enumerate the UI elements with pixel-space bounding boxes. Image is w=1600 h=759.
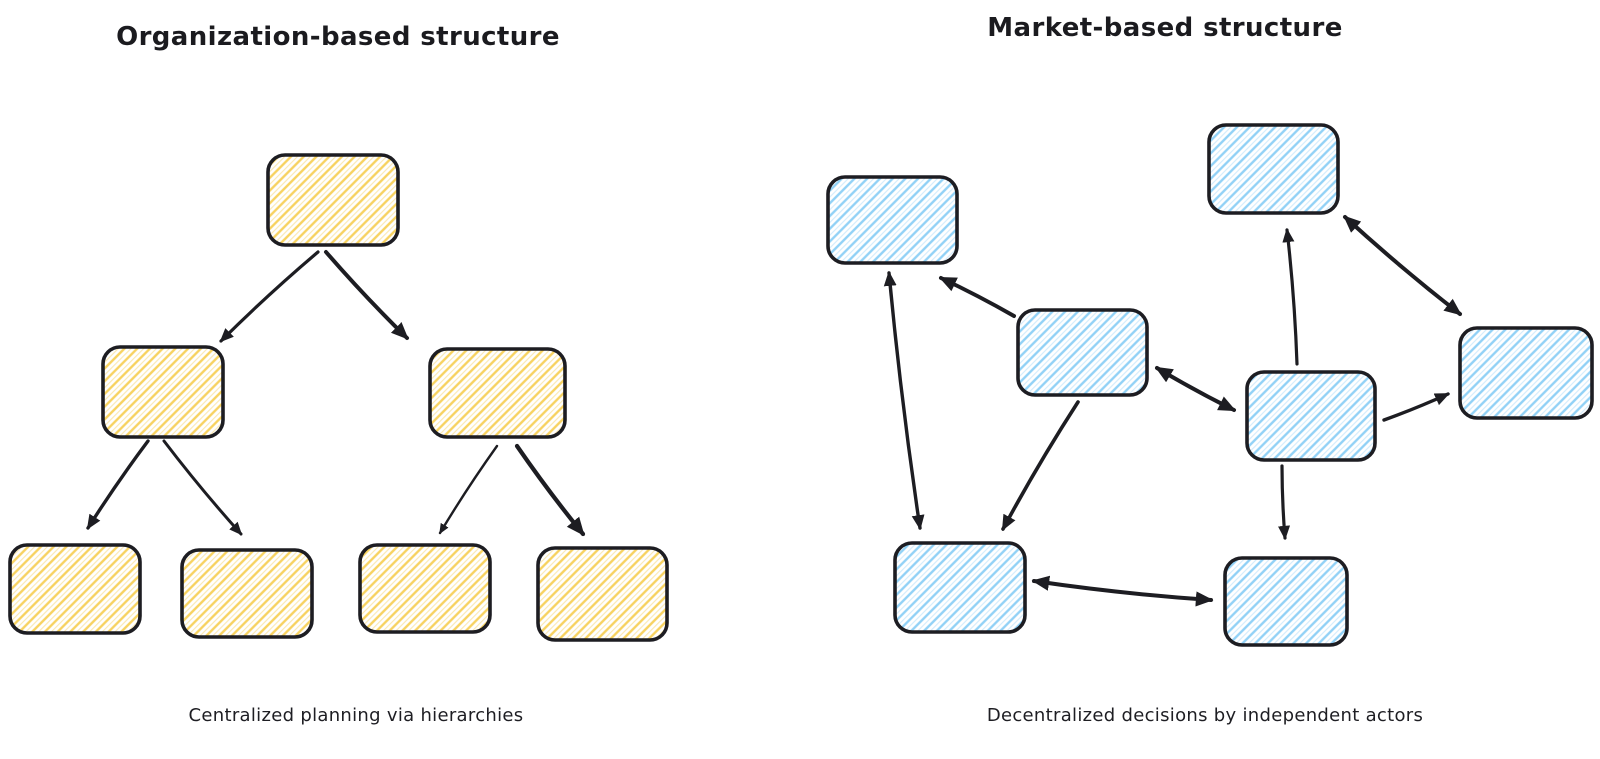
market-node-e-shape [1245, 370, 1377, 462]
edges-layer [86, 215, 1462, 607]
org-root-node-shape [266, 153, 400, 247]
org-child-left-to-leaf-2 [162, 439, 243, 536]
org-root-to-child-left [219, 250, 320, 343]
org-child-right-to-leaf-3 [438, 444, 499, 535]
market-e-to-d-arrow [1382, 392, 1450, 422]
market-node-e [1245, 370, 1377, 462]
right-panel-caption: Decentralized decisions by independent a… [986, 705, 1424, 726]
market-node-g-shape [1223, 556, 1349, 647]
right-panel-title: Market-based structure [987, 13, 1343, 43]
market-f-g-bidirectional [1031, 575, 1214, 607]
org-child-left-to-leaf-1 [86, 439, 150, 530]
market-b-d-bidirectional [1343, 215, 1462, 316]
org-leaf-1-node-shape [8, 543, 142, 635]
org-child-right-node [428, 347, 567, 439]
market-c-to-a-arrow [938, 276, 1016, 318]
market-a-f-bidirectional [883, 270, 925, 531]
left-panel-caption: Centralized planning via hierarchies [188, 705, 524, 726]
org-leaf-4-node [536, 546, 669, 642]
market-node-b-shape [1207, 123, 1340, 215]
market-node-f-shape [893, 541, 1027, 634]
market-node-g [1223, 556, 1349, 647]
org-leaf-1-node [8, 543, 142, 635]
market-c-e-bidirectional [1154, 366, 1237, 412]
org-root-to-child-right [324, 250, 409, 340]
left-panel-title: Organization-based structure [116, 22, 560, 52]
org-leaf-3-node [358, 543, 492, 634]
market-node-a-shape [826, 175, 959, 265]
org-child-left-node-shape [101, 345, 225, 439]
org-leaf-4-node-shape [536, 546, 669, 642]
market-c-to-f-arrow [1001, 400, 1080, 531]
org-child-left-node [101, 345, 225, 439]
market-node-c [1016, 308, 1149, 397]
market-node-b [1207, 123, 1340, 215]
nodes-layer [8, 123, 1594, 647]
market-e-to-g-arrow [1277, 464, 1291, 540]
org-leaf-2-node [180, 548, 314, 639]
org-child-right-node-shape [428, 347, 567, 439]
org-child-right-to-leaf-4 [514, 443, 586, 537]
market-node-f [893, 541, 1027, 634]
org-leaf-2-node-shape [180, 548, 314, 639]
org-root-node [266, 153, 400, 247]
org-leaf-3-node-shape [358, 543, 492, 634]
market-node-d [1458, 326, 1594, 420]
market-node-a [826, 175, 959, 265]
market-node-c-shape [1016, 308, 1149, 397]
market-e-to-b-arrow [1282, 228, 1299, 366]
market-node-d-shape [1458, 326, 1594, 420]
